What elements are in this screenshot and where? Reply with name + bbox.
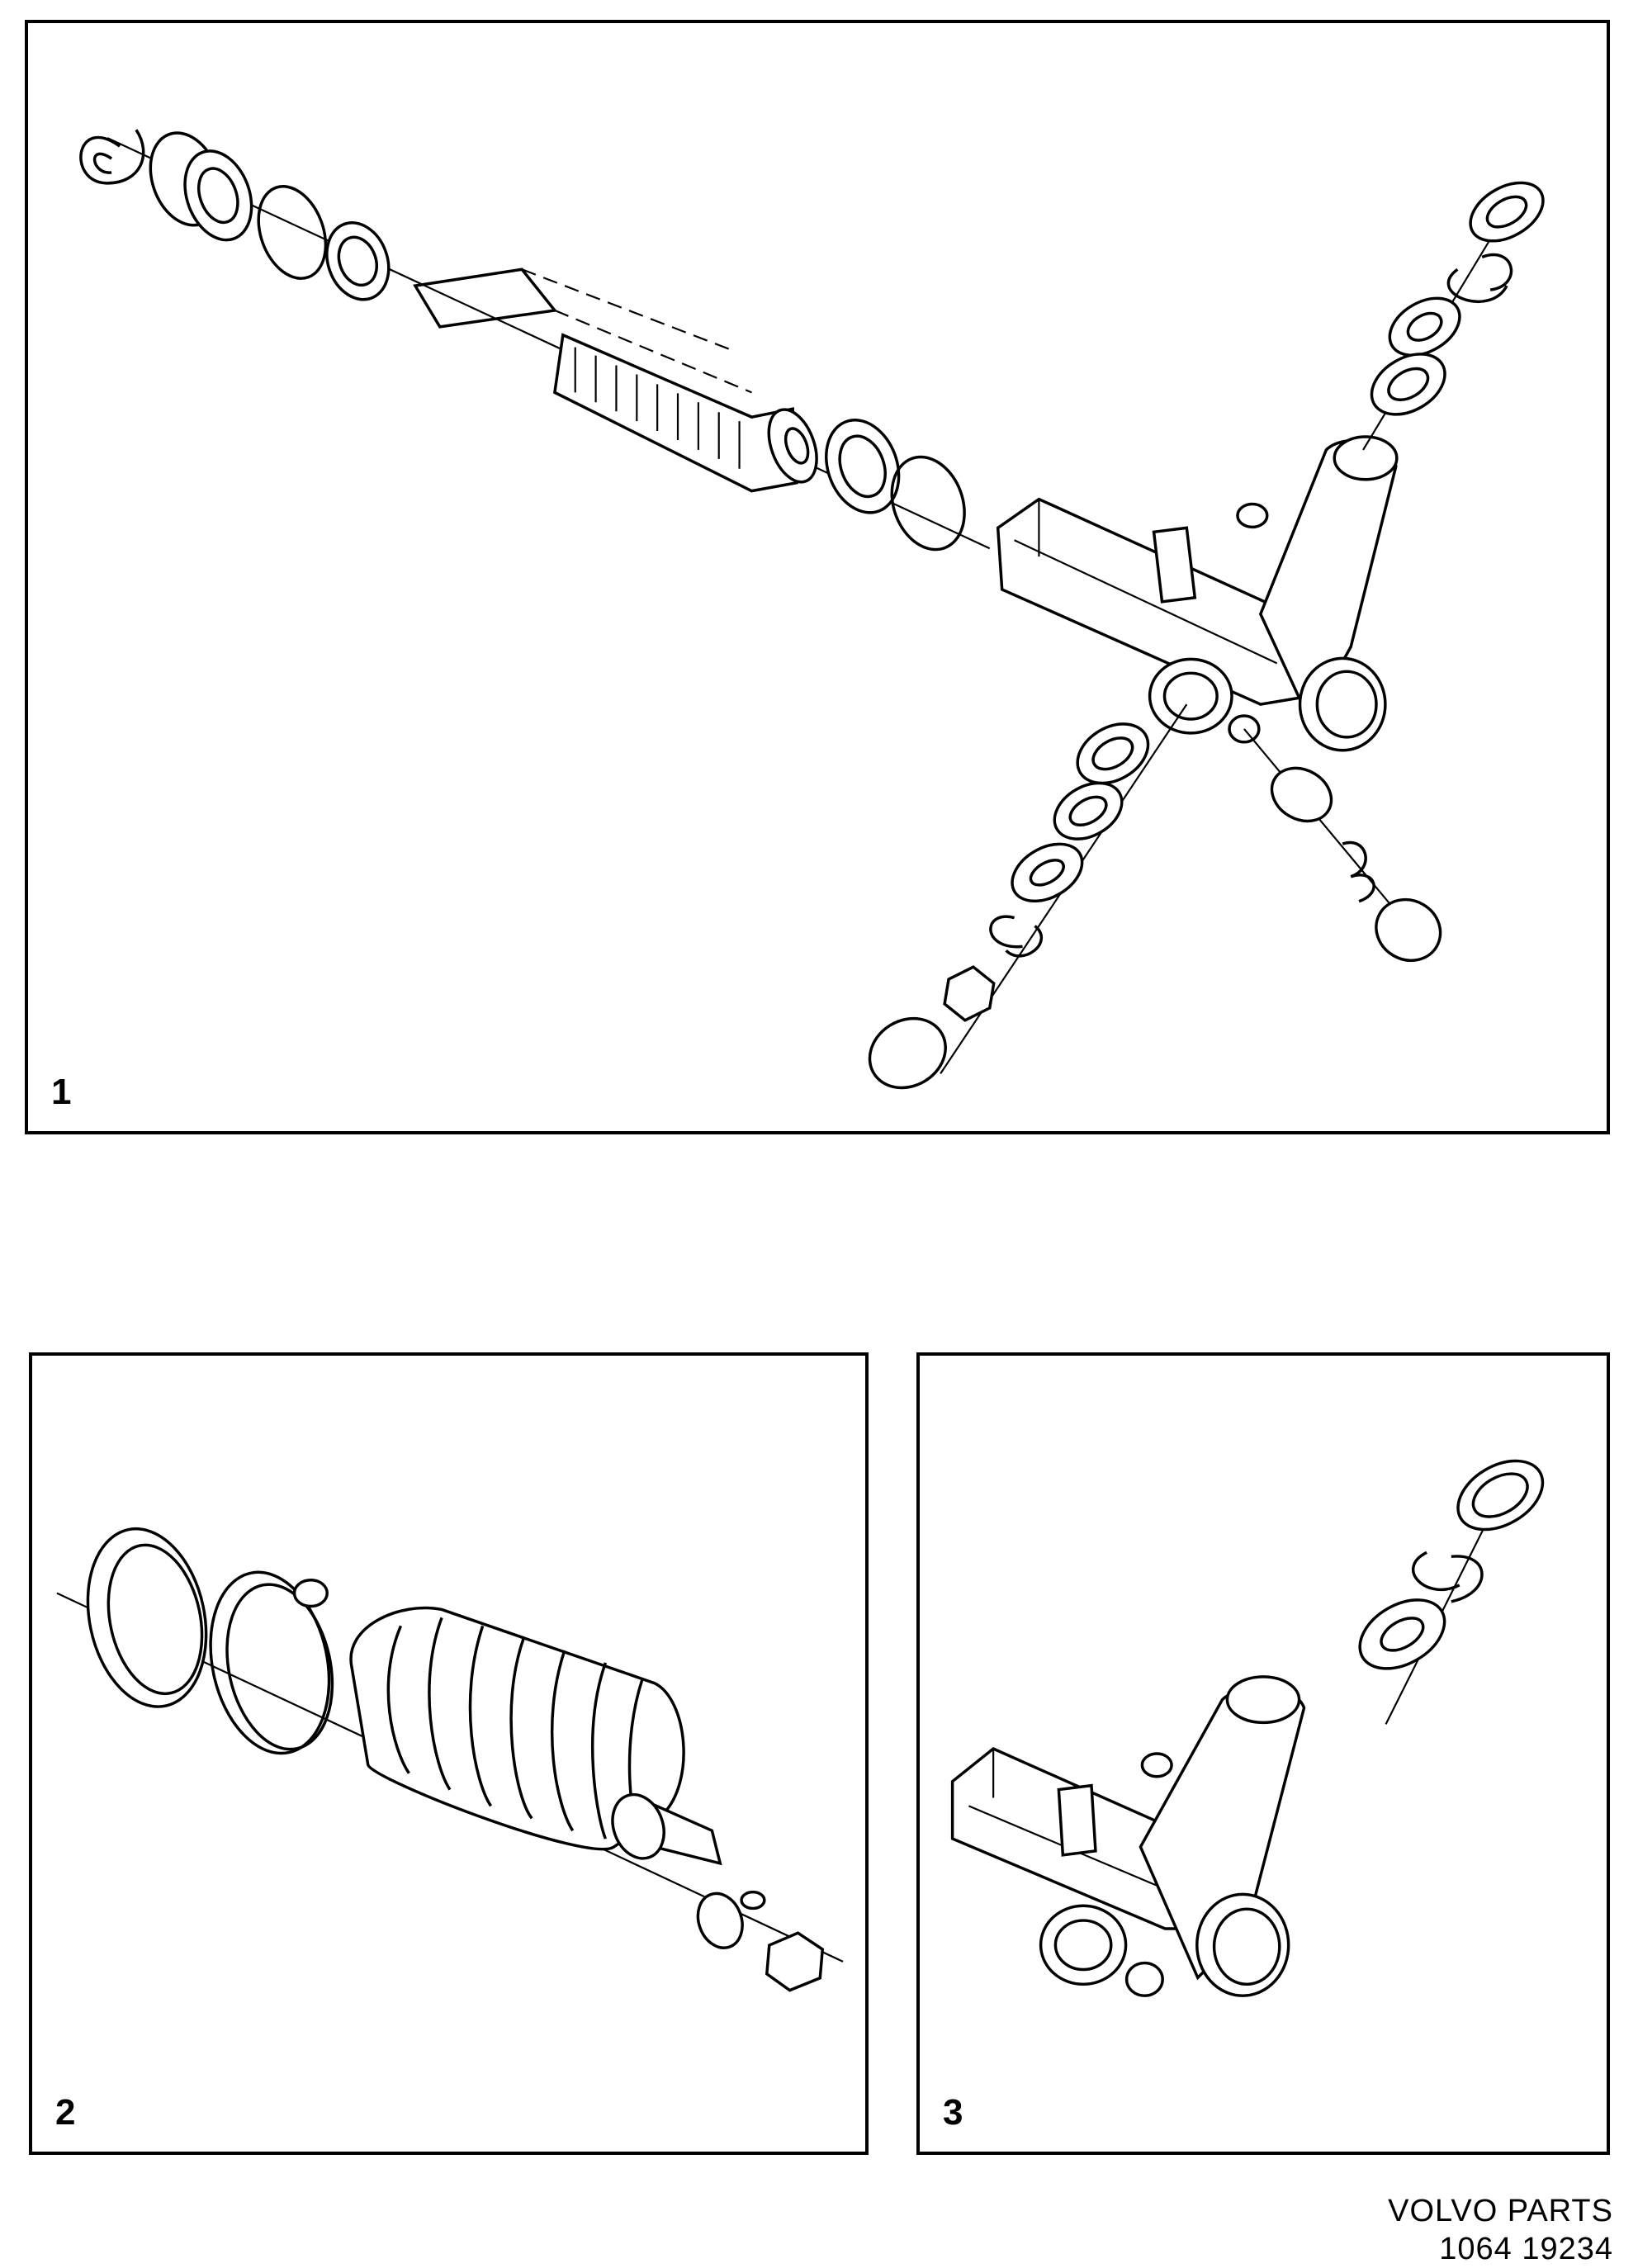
housing-icon bbox=[950, 1675, 1306, 1997]
parts-catalog-footer: VOLVO PARTS 1064 19234 bbox=[1388, 2192, 1613, 2268]
small-clamp-icon bbox=[696, 1890, 766, 1949]
circlip-icon bbox=[1446, 253, 1513, 303]
adjuster-plug-icon bbox=[1375, 897, 1442, 963]
o-ring-icon bbox=[257, 185, 328, 280]
panel-number: 3 bbox=[943, 2092, 963, 2133]
lower-cap-icon bbox=[868, 1016, 947, 1090]
pinion-housing-exploded-drawing bbox=[950, 1459, 1545, 1997]
brand-label: VOLVO PARTS bbox=[1388, 2194, 1613, 2228]
bearing-icon bbox=[1358, 1598, 1446, 1670]
adjuster-axis bbox=[1243, 728, 1409, 927]
adjuster-parts bbox=[1270, 766, 1442, 963]
rubber-boot-icon bbox=[349, 1606, 722, 1866]
lower-circlip-icon bbox=[989, 915, 1043, 958]
panel-number: 1 bbox=[51, 1072, 72, 1112]
diagram-panel-3: 3 bbox=[916, 1352, 1610, 2155]
snap-ring-icon bbox=[79, 129, 145, 185]
outer-ring-icon bbox=[86, 1527, 208, 1708]
rack-seal-icon bbox=[825, 419, 901, 514]
rack-o-ring-icon bbox=[890, 455, 966, 552]
upper-seal-icon bbox=[1456, 1459, 1545, 1532]
catalog-code: 1064 19234 bbox=[1439, 2232, 1613, 2266]
diagram-panel-2: 2 bbox=[29, 1352, 869, 2155]
circlip-icon bbox=[1411, 1551, 1484, 1603]
bushing-icon bbox=[149, 131, 253, 242]
rack-boot-exploded-drawing bbox=[56, 1527, 844, 1992]
pinion-upper-parts bbox=[1370, 181, 1545, 416]
rack-housing-icon bbox=[996, 435, 1399, 752]
seal-icon bbox=[325, 221, 391, 301]
diagram-panel-1: 1 bbox=[25, 20, 1610, 1134]
pinion-lower-parts bbox=[868, 722, 1150, 1090]
hex-nut-icon bbox=[765, 1931, 825, 1992]
rack-shaft-icon bbox=[413, 268, 752, 394]
spring-icon bbox=[1342, 840, 1375, 903]
rack-teeth-icon bbox=[552, 333, 818, 493]
hose-clamp-icon bbox=[209, 1570, 334, 1755]
panel-number: 2 bbox=[55, 2092, 76, 2133]
steering-rack-exploded-drawing bbox=[79, 129, 1545, 1090]
nut-icon bbox=[943, 965, 996, 1022]
pinion-axis-line bbox=[1385, 1494, 1502, 1725]
